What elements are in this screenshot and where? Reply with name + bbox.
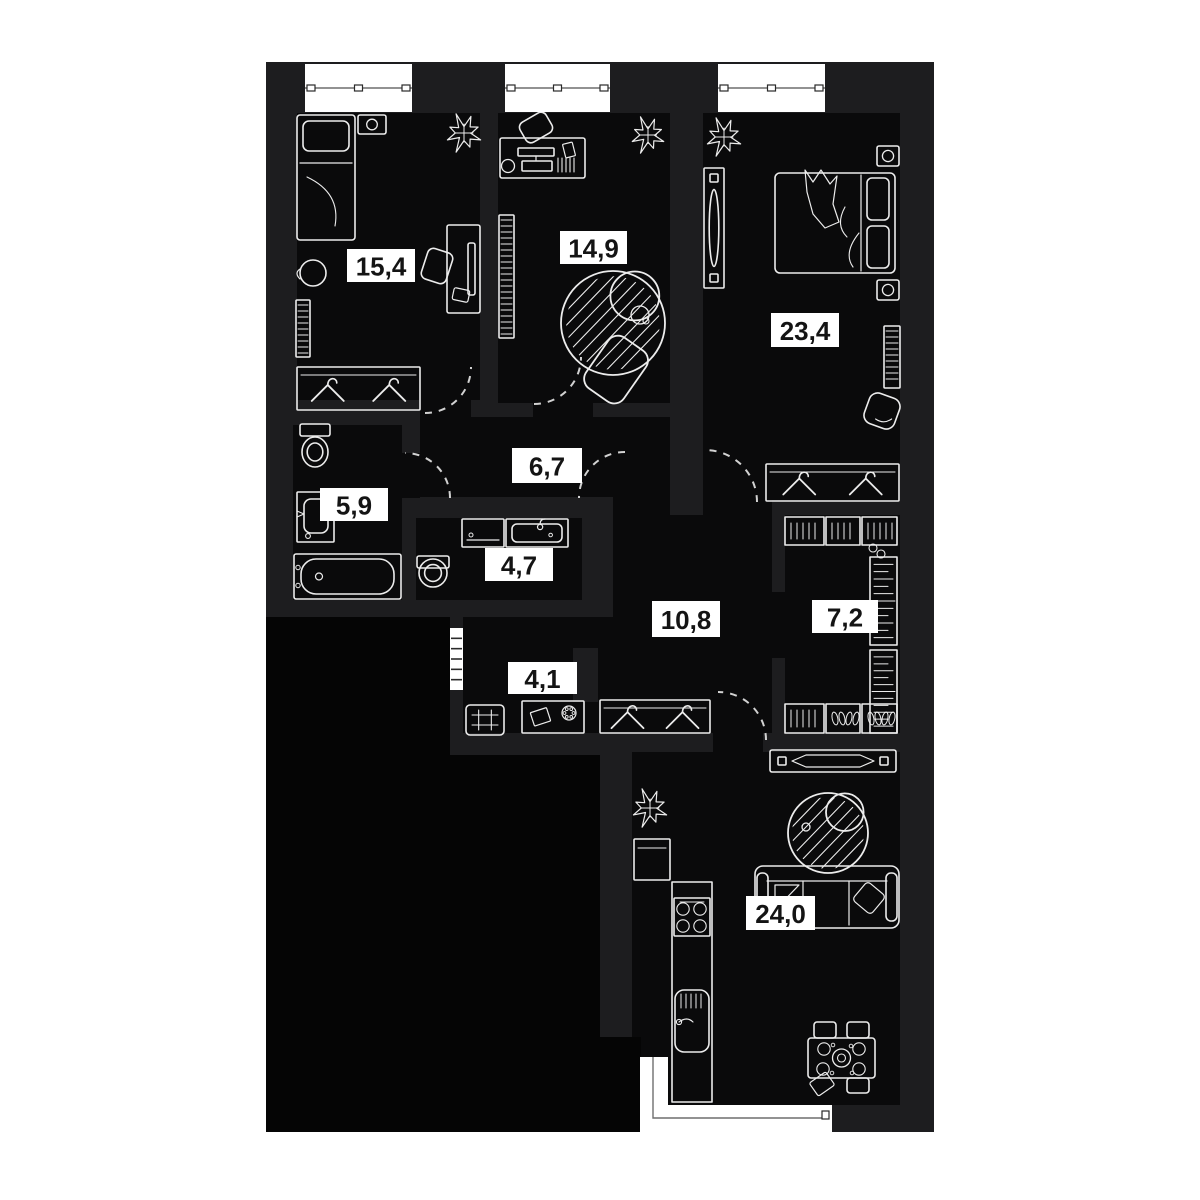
pouf-icon [296, 259, 327, 287]
room-area-label-text: 7,2 [827, 603, 863, 633]
room-area-label-room-7-2: 7,2 [812, 600, 878, 633]
outside-area [450, 755, 600, 1132]
room-area-label-room-15-4: 15,4 [347, 249, 415, 282]
radiator-icon [500, 219, 513, 335]
bathtub-icon [295, 564, 324, 589]
door-opening [402, 453, 420, 498]
plant-icon [706, 117, 742, 157]
console-icon [529, 705, 577, 727]
dresser-icon [885, 330, 899, 380]
toilet-icon [301, 436, 329, 468]
door-opening [533, 403, 593, 417]
room-area-label-box [320, 488, 388, 521]
shoe-shelf-icon [831, 711, 860, 726]
room-area-label-text: 23,4 [780, 316, 831, 346]
room-area-label-room-4-7: 4,7 [485, 548, 553, 581]
wardrobe-hangers-icon [769, 471, 896, 496]
room-area-label-text: 6,7 [529, 452, 565, 482]
room-area-label-room-23-4: 23,4 [771, 313, 839, 347]
shelf-cell-icon [831, 522, 851, 540]
room-area-label-text: 4,7 [501, 551, 537, 581]
room-area-label-box [512, 448, 582, 483]
nightstand-icon [881, 283, 895, 297]
room-area-label-text: 14,9 [568, 234, 619, 264]
plant-icon [632, 788, 668, 828]
door-arc-room-23-4 [704, 449, 758, 503]
floor-room-23-4 [703, 113, 900, 500]
bean-bag-icon [863, 392, 901, 430]
shelf-cell-icon [790, 709, 816, 728]
door-opening [420, 400, 471, 417]
room-area-label-box [812, 600, 878, 633]
room-area-label-box [560, 231, 627, 264]
nightstand-icon [366, 118, 378, 131]
single-bed-icon [299, 162, 353, 227]
wall-patch [573, 648, 598, 702]
window-icon [505, 64, 610, 112]
door-arcs-layer [404, 356, 767, 741]
room-area-label-room-10-8: 10,8 [652, 601, 720, 637]
room-area-label-box [508, 662, 577, 694]
window-icon [718, 64, 825, 112]
shelf-column-icon [871, 656, 896, 727]
floor-passage [713, 733, 763, 752]
room-area-label-box [771, 313, 839, 347]
radiator-icon [297, 304, 309, 354]
room-area-label-room-24-0: 24,0 [746, 896, 815, 930]
room-area-label-text: 5,9 [336, 491, 372, 521]
room-area-label-text: 10,8 [661, 605, 712, 635]
wardrobe-hangers-icon [300, 374, 417, 402]
toilet-icon [418, 558, 448, 588]
door-arc-bath-5-9 [404, 452, 451, 499]
grid-bench-icon [471, 709, 499, 731]
room-area-label-room-6-7: 6,7 [512, 448, 582, 483]
room-labels-layer: 15,4 14,9 23,4 5,9 6,7 4,7 10,8 7,2 4,1 24,0 [320, 231, 878, 930]
window-icon [305, 64, 412, 112]
washer-icon [466, 532, 500, 541]
door-opening [703, 500, 755, 515]
room-area-label-room-5-9: 5,9 [320, 488, 388, 521]
room-area-label-box [652, 601, 720, 637]
room-area-label-text: 4,1 [524, 664, 560, 694]
shelf-cell-icon [790, 522, 816, 540]
tall-wardrobe-icon [708, 188, 720, 268]
entry-door-icon [450, 628, 463, 690]
room-area-label-text: 15,4 [356, 252, 407, 282]
room-area-label-room-14-9: 14,9 [560, 231, 627, 264]
outside-area [600, 1037, 641, 1132]
room-area-label-room-4-1: 4,1 [508, 662, 577, 694]
plant-icon [631, 116, 665, 154]
room-area-label-box [347, 249, 415, 282]
glasses-icon [868, 543, 886, 559]
room-area-label-box [485, 548, 553, 581]
plant-icon [446, 113, 482, 153]
windows-layer [305, 64, 832, 1132]
door-opening [772, 592, 785, 658]
desk-computer-icon [500, 141, 576, 174]
shelf-cell-icon [867, 522, 893, 540]
tv-stand-icon [791, 754, 875, 768]
room-area-label-text: 24,0 [755, 899, 806, 929]
corner-window-icon [640, 1057, 832, 1132]
nightstand-icon [881, 149, 895, 163]
room-area-label-box [746, 896, 815, 930]
double-bed-icon [804, 169, 862, 272]
wall-patch [600, 733, 632, 1037]
walls-and-floors [266, 62, 934, 1132]
outside-area [266, 617, 450, 1132]
tilted-chair-icon [420, 247, 454, 285]
desk-icon [451, 287, 471, 303]
coat-closet-icon [603, 705, 707, 730]
kitchen-counter-icon [675, 901, 707, 1026]
wall-patch [670, 497, 703, 515]
